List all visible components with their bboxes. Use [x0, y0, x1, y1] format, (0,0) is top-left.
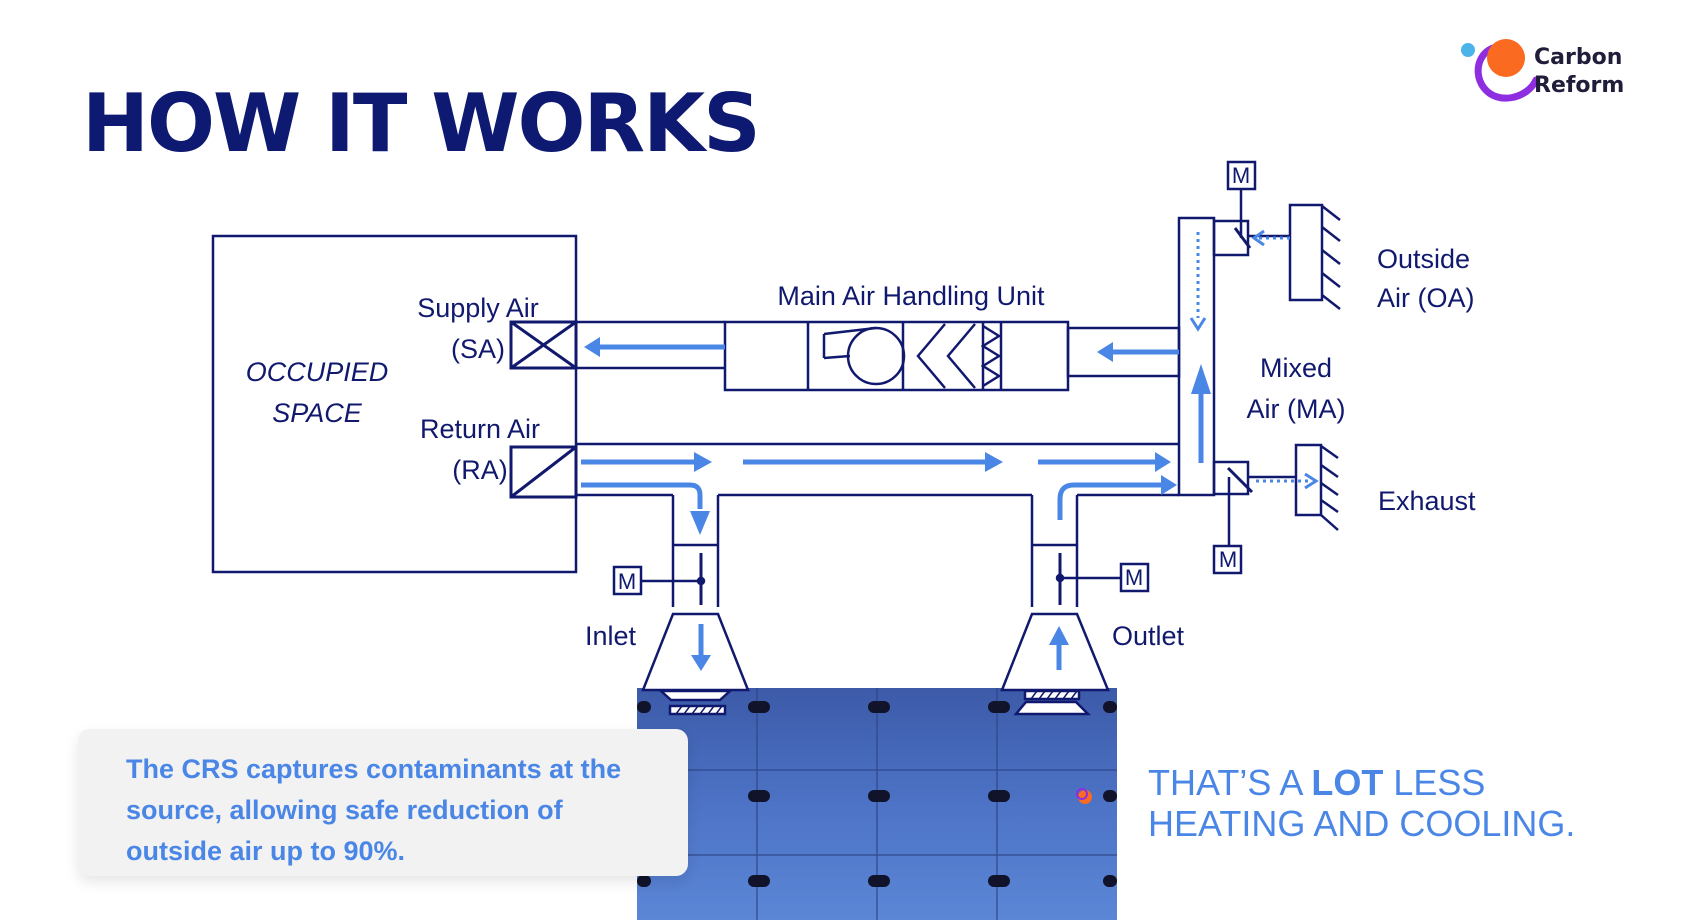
outside-air-label: Outside — [1377, 244, 1470, 274]
return-damper-icon — [509, 445, 578, 499]
tagline: THAT’S A LOT LESS HEATING AND COOLING. — [1148, 762, 1575, 844]
carbon-reform-logo-icon — [1461, 39, 1540, 102]
logo-wordmark: Carbon Reform — [1534, 44, 1624, 100]
motor-labels: M M M M — [618, 163, 1250, 594]
fan-icon — [822, 326, 906, 386]
ahu-label: Main Air Handling Unit — [777, 281, 1045, 311]
crs-unit-image — [637, 688, 1117, 920]
dotted-arrowheads — [1189, 229, 1319, 490]
outlet-label: Outlet — [1112, 621, 1185, 651]
airflow-arrowheads — [584, 337, 1211, 671]
tagline-emphasis: LOT — [1311, 762, 1384, 803]
supply-damper-icon — [509, 320, 578, 370]
inlet-label: Inlet — [585, 621, 637, 651]
ductwork — [211, 203, 1324, 716]
filter-icon — [916, 323, 976, 389]
mixed-air-abbr: Air (MA) — [1247, 394, 1346, 424]
tagline-after: LESS — [1383, 762, 1486, 803]
logo-line-1: Carbon — [1534, 45, 1623, 70]
outside-air-abbr: Air (OA) — [1377, 283, 1475, 313]
motor-label: M — [618, 569, 636, 594]
exhaust-label: Exhaust — [1378, 486, 1476, 516]
exhaust-damper-icon — [1226, 466, 1254, 494]
return-air-abbr: (RA) — [452, 455, 508, 485]
callout-box: The CRS captures contaminants at the sou… — [78, 729, 688, 876]
motor-label: M — [1219, 547, 1237, 572]
tagline-line-2: HEATING AND COOLING. — [1148, 803, 1576, 844]
occupied-space-label: OCCUPIED — [246, 357, 389, 387]
motor-label: M — [1232, 163, 1250, 188]
motor-label: M — [1125, 565, 1143, 590]
unit-logo-icon — [1076, 788, 1092, 804]
callout-text: The CRS captures contaminants at the sou… — [126, 754, 622, 866]
exhaust-louver-icon — [1320, 444, 1339, 531]
supply-air-abbr: (SA) — [451, 334, 505, 364]
tagline-before: THAT’S A — [1148, 762, 1312, 803]
page-title: HOW IT WORKS — [82, 77, 761, 170]
supply-air-label: Supply Air — [417, 293, 539, 323]
logo-line-2: Reform — [1534, 73, 1625, 98]
dotted-airflow — [1196, 232, 1308, 483]
coil-icon — [980, 324, 1002, 388]
mixed-air-label: Mixed — [1260, 353, 1332, 383]
motor-icon — [612, 160, 1257, 596]
outside-air-louver-icon — [1321, 205, 1341, 310]
outside-air-damper-icon — [1233, 227, 1252, 249]
tagline-line-1: THAT’S A LOT LESS — [1148, 762, 1575, 803]
occupied-space-label-2: SPACE — [272, 398, 363, 428]
airflow-arrows — [581, 344, 1204, 670]
return-air-label: Return Air — [420, 414, 540, 444]
hood-grilles — [675, 690, 1078, 715]
